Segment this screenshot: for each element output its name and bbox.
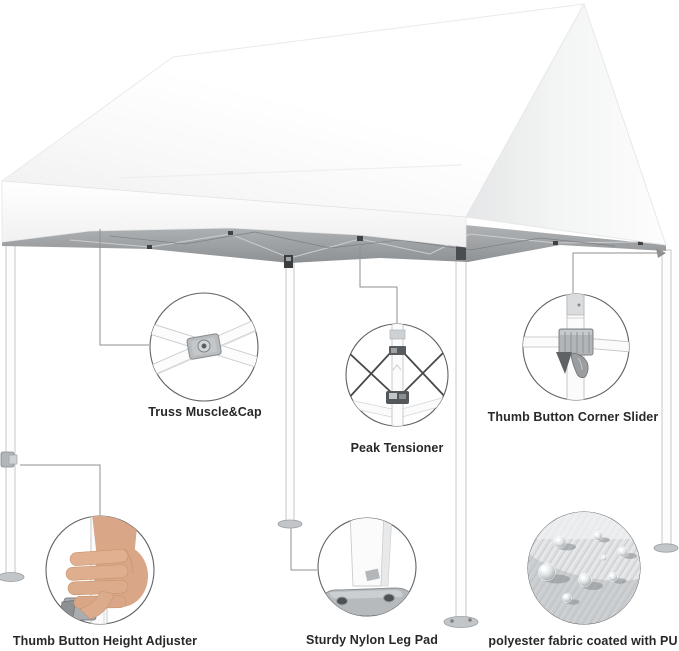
leg-foot-front-left bbox=[0, 572, 25, 582]
callout-polyester-fabric-pu bbox=[527, 511, 641, 625]
leader-leg-pad bbox=[290, 528, 317, 571]
leader-corner-slider bbox=[572, 252, 662, 293]
corner-slider-bracket-icon bbox=[523, 294, 629, 400]
callout-thumb-button-corner-slider bbox=[522, 293, 630, 401]
underside-truss-frame bbox=[69, 231, 643, 268]
canopy bbox=[1, 3, 667, 268]
peak-tensioner-truss-icon bbox=[346, 324, 448, 426]
callout-peak-tensioner bbox=[345, 323, 449, 427]
tent-leg-rear-right bbox=[661, 249, 672, 549]
roof-gable-end bbox=[465, 3, 667, 246]
label-thumb-button-height-adjuster: Thumb Button Height Adjuster bbox=[13, 634, 197, 648]
thumb bbox=[79, 590, 115, 620]
leg-foot-rear-right bbox=[653, 543, 679, 553]
callout-truss-muscle-cap bbox=[149, 292, 259, 402]
leg-foot-rear-left bbox=[277, 519, 303, 529]
front-corner-bracket bbox=[456, 246, 466, 260]
tent-legs bbox=[0, 235, 679, 628]
callout-sturdy-nylon-leg-pad bbox=[317, 517, 417, 617]
label-sturdy-nylon-leg-pad: Sturdy Nylon Leg Pad bbox=[306, 633, 438, 647]
tent-leg-rear-left bbox=[285, 249, 295, 526]
label-polyester-fabric-pu: polyester fabric coated with PU bbox=[488, 634, 677, 648]
tent-leg-front-right bbox=[455, 247, 467, 625]
callout-labels: Truss Muscle&Cap Peak Tensioner Thumb Bu… bbox=[13, 405, 678, 648]
fingers bbox=[65, 549, 129, 609]
roof-seam bbox=[119, 164, 463, 179]
truss-joint-cap-icon bbox=[150, 313, 258, 383]
water-droplets-on-fabric-icon bbox=[528, 512, 640, 624]
label-truss-muscle-cap: Truss Muscle&Cap bbox=[148, 405, 262, 419]
label-thumb-button-corner-slider: Thumb Button Corner Slider bbox=[488, 410, 659, 424]
callout-thumb-button-height-adjuster bbox=[45, 515, 155, 625]
leg-foot-pad-icon bbox=[322, 518, 412, 616]
canopy-front-skirt bbox=[1, 180, 467, 248]
leader-truss-muscle-cap bbox=[99, 229, 149, 346]
leader-height-adjuster bbox=[20, 464, 101, 515]
center-hub-bracket bbox=[284, 255, 293, 268]
canopy-underside bbox=[2, 224, 666, 263]
label-peak-tensioner: Peak Tensioner bbox=[351, 441, 444, 455]
leg-foot-front-right bbox=[443, 616, 479, 628]
height-adjuster-clip-on-leg bbox=[0, 451, 18, 468]
leader-peak-tensioner bbox=[359, 246, 398, 323]
leader-lines bbox=[20, 229, 662, 571]
leader-arrowhead bbox=[656, 248, 666, 258]
hand-gripping-pole-icon bbox=[59, 516, 148, 624]
tent-leg-front-left bbox=[5, 235, 16, 579]
